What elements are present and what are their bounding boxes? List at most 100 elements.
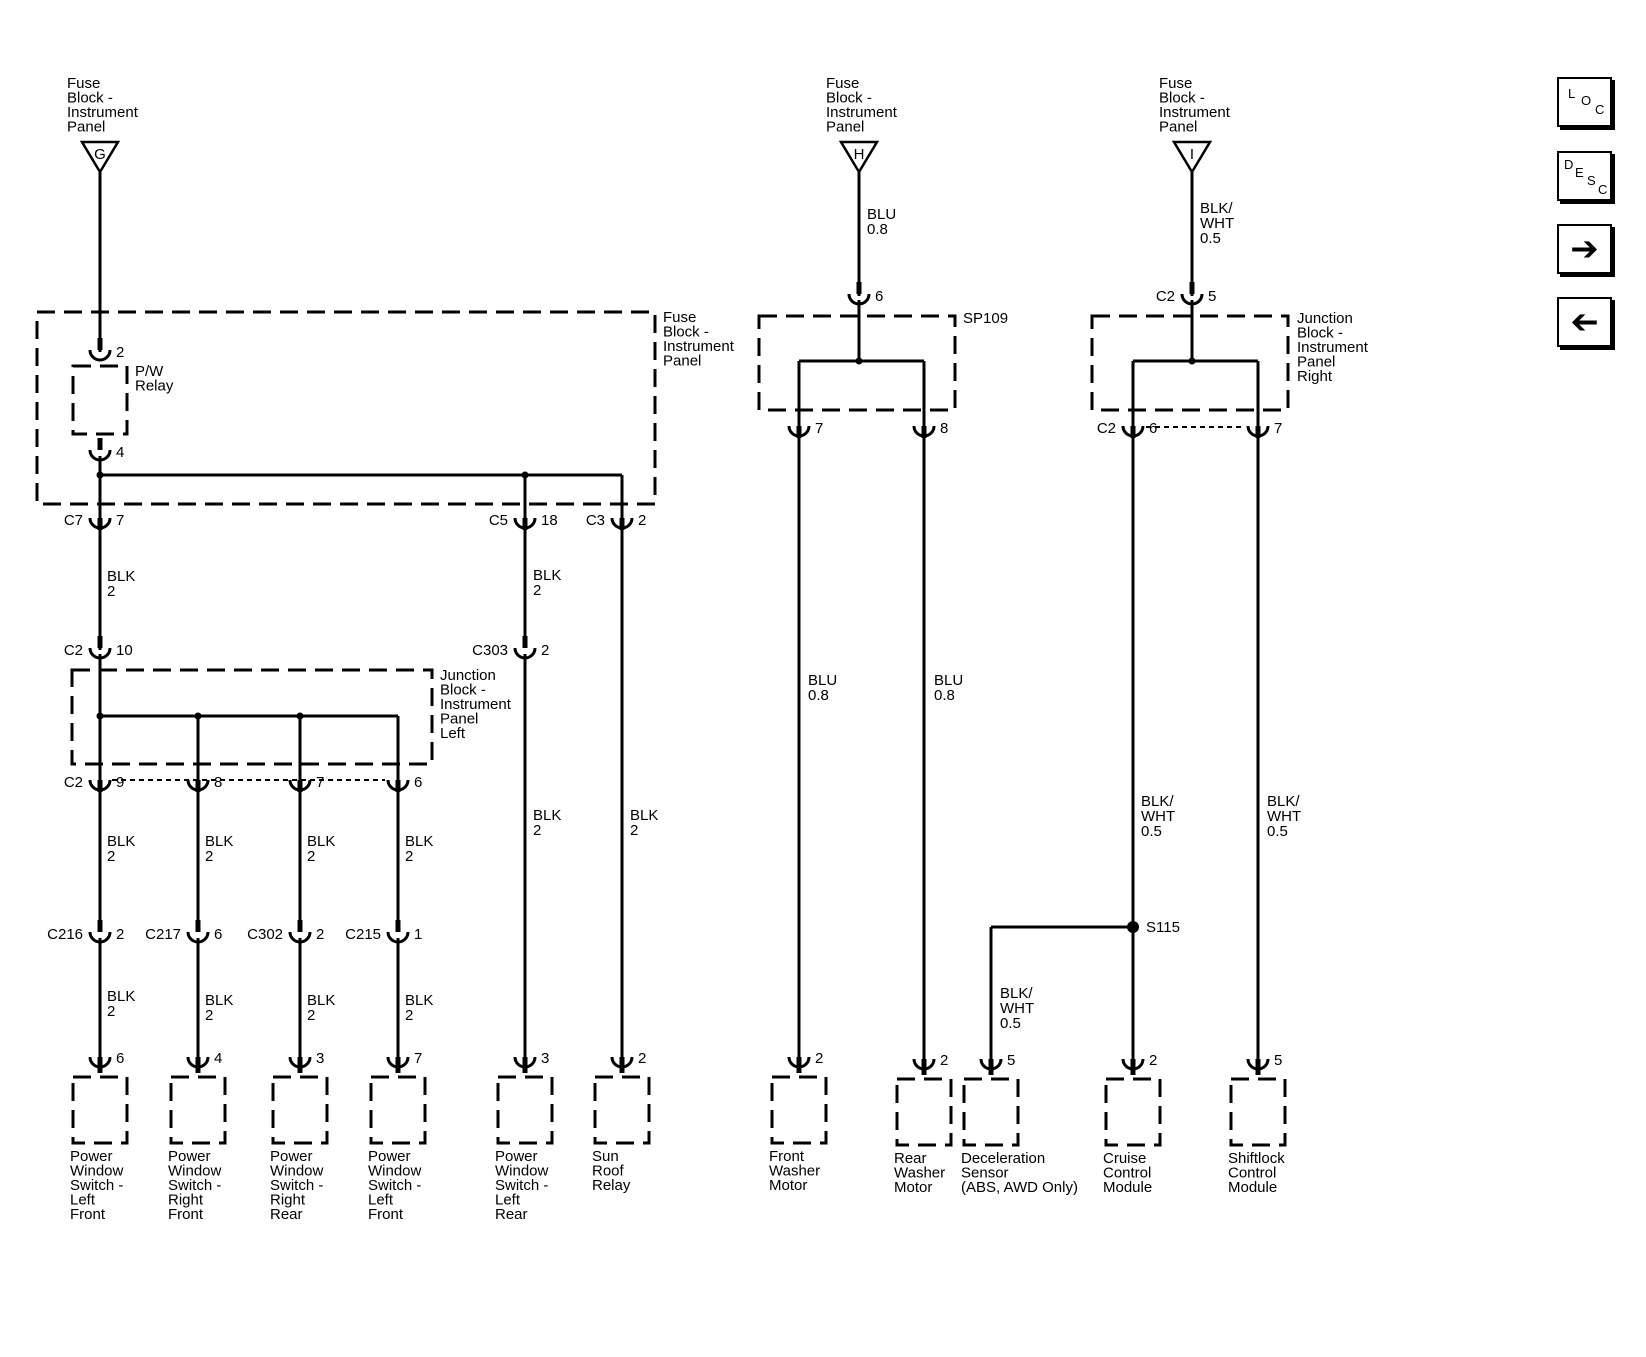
connector-pin: 2 (541, 642, 549, 659)
splice-s115 (1127, 921, 1139, 933)
terminal-pin (97, 636, 103, 648)
component-pin: 3 (541, 1050, 549, 1067)
terminal-pin (988, 1059, 994, 1075)
pw-relay-label: P/W (135, 363, 164, 380)
component-pin: 2 (638, 1050, 646, 1067)
component-label: Switch - (70, 1177, 123, 1194)
terminal-pin (921, 426, 927, 438)
wire-label: 0.5 (1141, 823, 1162, 840)
component-label: Power (70, 1148, 113, 1165)
relay-output-connector (88, 449, 112, 462)
desc-letter-d: D (1564, 157, 1574, 172)
connector-pin: 2 (116, 344, 124, 361)
component-box (1229, 1077, 1287, 1147)
junction-block-right-label: Right (1297, 368, 1333, 385)
component-box (169, 1075, 227, 1145)
terminal-pin (1130, 1059, 1136, 1075)
connector-pin: 1 (414, 926, 422, 943)
connector-pin: 4 (116, 444, 124, 461)
wire-label: 2 (205, 1007, 213, 1024)
connector-c2-10 (88, 647, 112, 660)
feed-label: Instrument (1159, 104, 1231, 121)
component-label: Deceleration (961, 1150, 1045, 1167)
connector-pin: 8 (940, 420, 948, 437)
component-label: Window (495, 1163, 549, 1180)
terminal-pin (796, 1057, 802, 1073)
wire-label: BLU (867, 206, 896, 223)
component-label: Front (70, 1206, 106, 1223)
connector-c2-5 (1180, 293, 1204, 306)
junction-block-right-label: Junction (1297, 310, 1353, 327)
wire-label: BLK/ (1000, 985, 1033, 1002)
component-label: Right (270, 1192, 306, 1209)
component-label: Motor (769, 1177, 807, 1194)
connector-pin: 6 (214, 926, 222, 943)
component-label: Rear (270, 1206, 303, 1223)
junction-dot (96, 471, 104, 479)
feed-label: Fuse (1159, 75, 1192, 92)
connector-c215 (386, 931, 410, 944)
component-label: Control (1103, 1165, 1151, 1182)
connector-c302 (288, 931, 312, 944)
wire-label: 0.8 (867, 221, 888, 238)
component-label: Right (168, 1192, 204, 1209)
wire-label: 0.8 (934, 687, 955, 704)
feed-label: Instrument (67, 104, 139, 121)
component-label: Switch - (368, 1177, 421, 1194)
wire-label: BLK (533, 567, 561, 584)
junction-block-right-label: Instrument (1297, 339, 1369, 356)
wire-label: WHT (1141, 808, 1175, 825)
connector-pin: 2 (638, 512, 646, 529)
description-button[interactable]: D E S C (1557, 151, 1612, 201)
connector-pin: 8 (214, 774, 222, 791)
connector-pin: 10 (116, 642, 133, 659)
wire-label: 0.5 (1000, 1015, 1021, 1032)
back-button[interactable]: ➔ (1557, 297, 1612, 347)
wire-label: 2 (533, 582, 541, 599)
junction-dot (96, 712, 104, 720)
component-label: Window (70, 1163, 124, 1180)
connector-name: C5 (489, 512, 508, 529)
wire-label: BLK (630, 807, 658, 824)
fuse-feed-triangle (1171, 140, 1213, 175)
wire-label: BLK (307, 992, 335, 1009)
splice-label: S115 (1146, 919, 1180, 936)
component-label: Power (368, 1148, 411, 1165)
connector-pin: 7 (116, 512, 124, 529)
terminal-pin (395, 1057, 401, 1073)
component-label: Rear (894, 1150, 927, 1167)
connector-pin: 9 (116, 774, 124, 791)
junction-block-left-label: Junction (440, 667, 496, 684)
connector-c216 (88, 931, 112, 944)
wire-label: 2 (107, 583, 115, 600)
feed-label: Block - (1159, 90, 1205, 107)
wire-label: BLK (405, 992, 433, 1009)
loc-letter-l: L (1568, 86, 1576, 101)
component-pin: 5 (1007, 1052, 1015, 1069)
junction-block-left-box (70, 668, 434, 766)
pw-relay-box (71, 364, 129, 436)
terminal-pin (97, 438, 103, 450)
feed-label: Panel (1159, 119, 1197, 136)
fuse-block-label: Block - (663, 324, 709, 341)
component-pin: 2 (1149, 1052, 1157, 1069)
connector-pin: 18 (541, 512, 558, 529)
location-button[interactable]: L O C (1557, 77, 1612, 127)
feed-letter: I (1190, 146, 1194, 163)
component-label: Left (368, 1192, 394, 1209)
connector-name: C3 (586, 512, 605, 529)
wire-label: 2 (630, 822, 638, 839)
component-label: Front (368, 1206, 404, 1223)
component-box (770, 1075, 828, 1145)
terminal-pin (619, 518, 625, 530)
next-button[interactable]: ➔ (1557, 224, 1612, 274)
feed-label: Block - (67, 90, 113, 107)
terminal-pin (195, 780, 201, 792)
wire-label: BLK (205, 833, 233, 850)
component-label: Power (270, 1148, 313, 1165)
wire-label: BLK (107, 568, 135, 585)
component-box (71, 1075, 129, 1145)
connector-pin: 2 (316, 926, 324, 943)
sp109-label: SP109 (963, 310, 1008, 327)
